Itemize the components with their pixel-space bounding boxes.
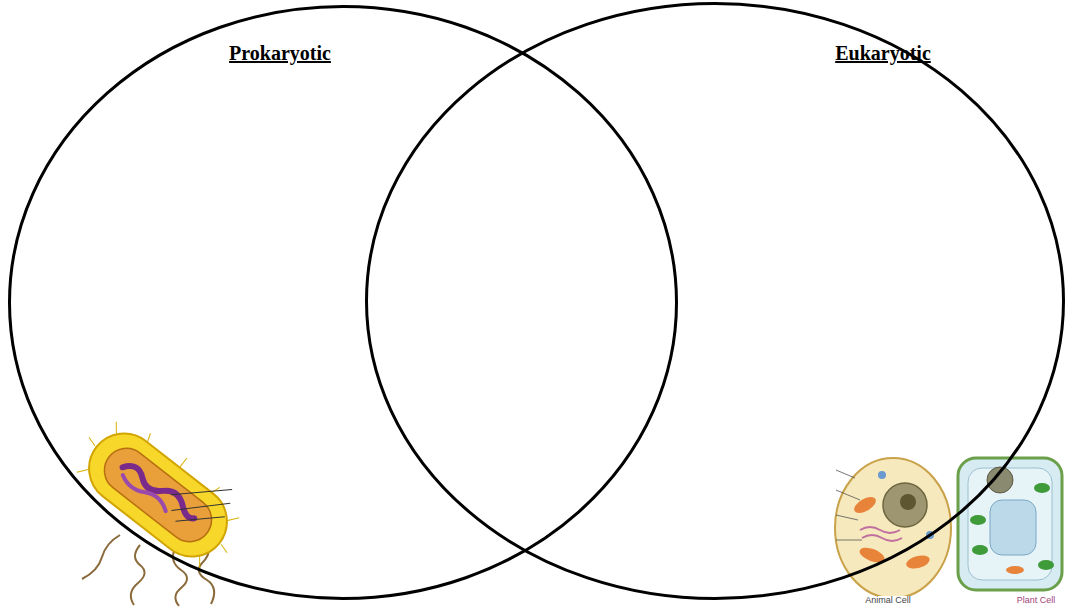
plant-cell-illustration	[958, 458, 1062, 590]
set-heading: Eukaryotic	[835, 41, 931, 65]
illustration-caption: Animal Cell	[864, 596, 912, 606]
circle-outline	[365, 2, 1065, 600]
bacterium-illustration	[66, 400, 260, 606]
venn-circle: Eukaryotic	[365, 2, 1065, 600]
illustration-caption: Plant Cell	[1016, 596, 1057, 606]
circle-outline	[8, 5, 678, 600]
circle-outline	[10, 7, 677, 599]
circle-outline	[367, 4, 1064, 599]
venn-circle: Prokaryotic	[8, 5, 678, 600]
set-heading: Prokaryotic	[229, 41, 331, 65]
animal-cell-illustration	[835, 458, 951, 598]
